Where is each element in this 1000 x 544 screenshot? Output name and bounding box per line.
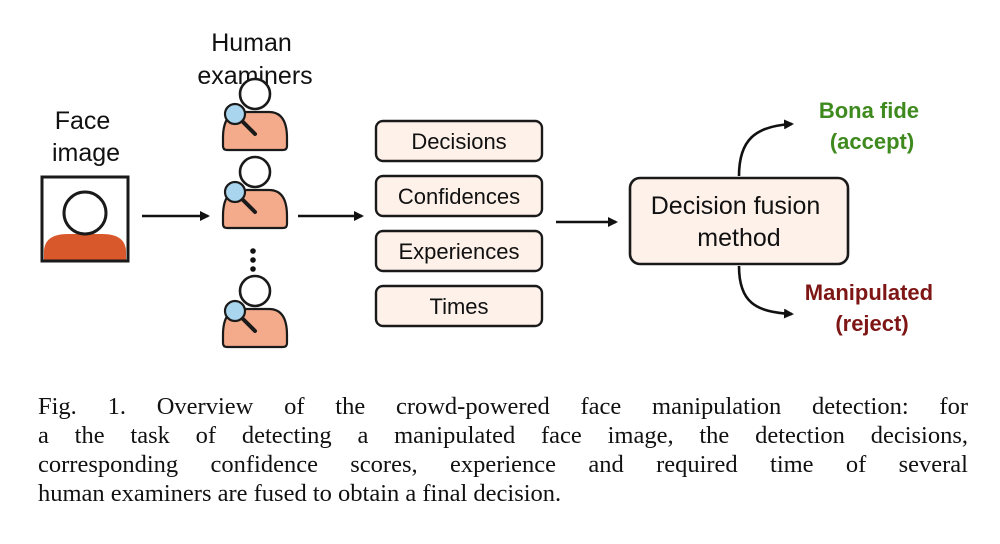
examiner-icon (221, 274, 289, 349)
face-image-icon (40, 175, 130, 263)
feature-label: Times (429, 294, 488, 319)
caption-line: human examiners are fused to obtain a fi… (38, 480, 562, 507)
face-image-label: Face image (52, 107, 120, 167)
caption-line: Fig. 1. Overview of the crowd-powered fa… (38, 393, 968, 420)
accept-label: Bona fide (accept) (819, 98, 925, 154)
feature-box: Experiences (374, 229, 544, 273)
figure-caption: Fig. 1. Overview of the crowd-powered fa… (38, 392, 968, 508)
arrow-to-reject (737, 265, 794, 319)
caption-line: a the task of detecting a manipulated fa… (38, 422, 968, 449)
feature-label: Decisions (411, 129, 506, 154)
feature-label: Experiences (398, 239, 519, 264)
reject-label: Manipulated (reject) (805, 280, 939, 336)
examiners-ellipsis (250, 248, 256, 272)
examiner-icon (221, 155, 289, 230)
caption-line: corresponding confidence scores, experie… (38, 451, 968, 478)
decision-fusion-label: Decision fusion method (651, 192, 827, 252)
feature-box: Decisions (374, 119, 544, 163)
arrow-to-accept (737, 119, 794, 177)
decision-fusion-box: Decision fusion method (628, 176, 850, 266)
feature-box: Times (374, 284, 544, 328)
feature-box: Confidences (374, 174, 544, 218)
pipeline-diagram: Face image Human examiners Decisions Con… (40, 29, 939, 349)
feature-label: Confidences (398, 184, 520, 209)
